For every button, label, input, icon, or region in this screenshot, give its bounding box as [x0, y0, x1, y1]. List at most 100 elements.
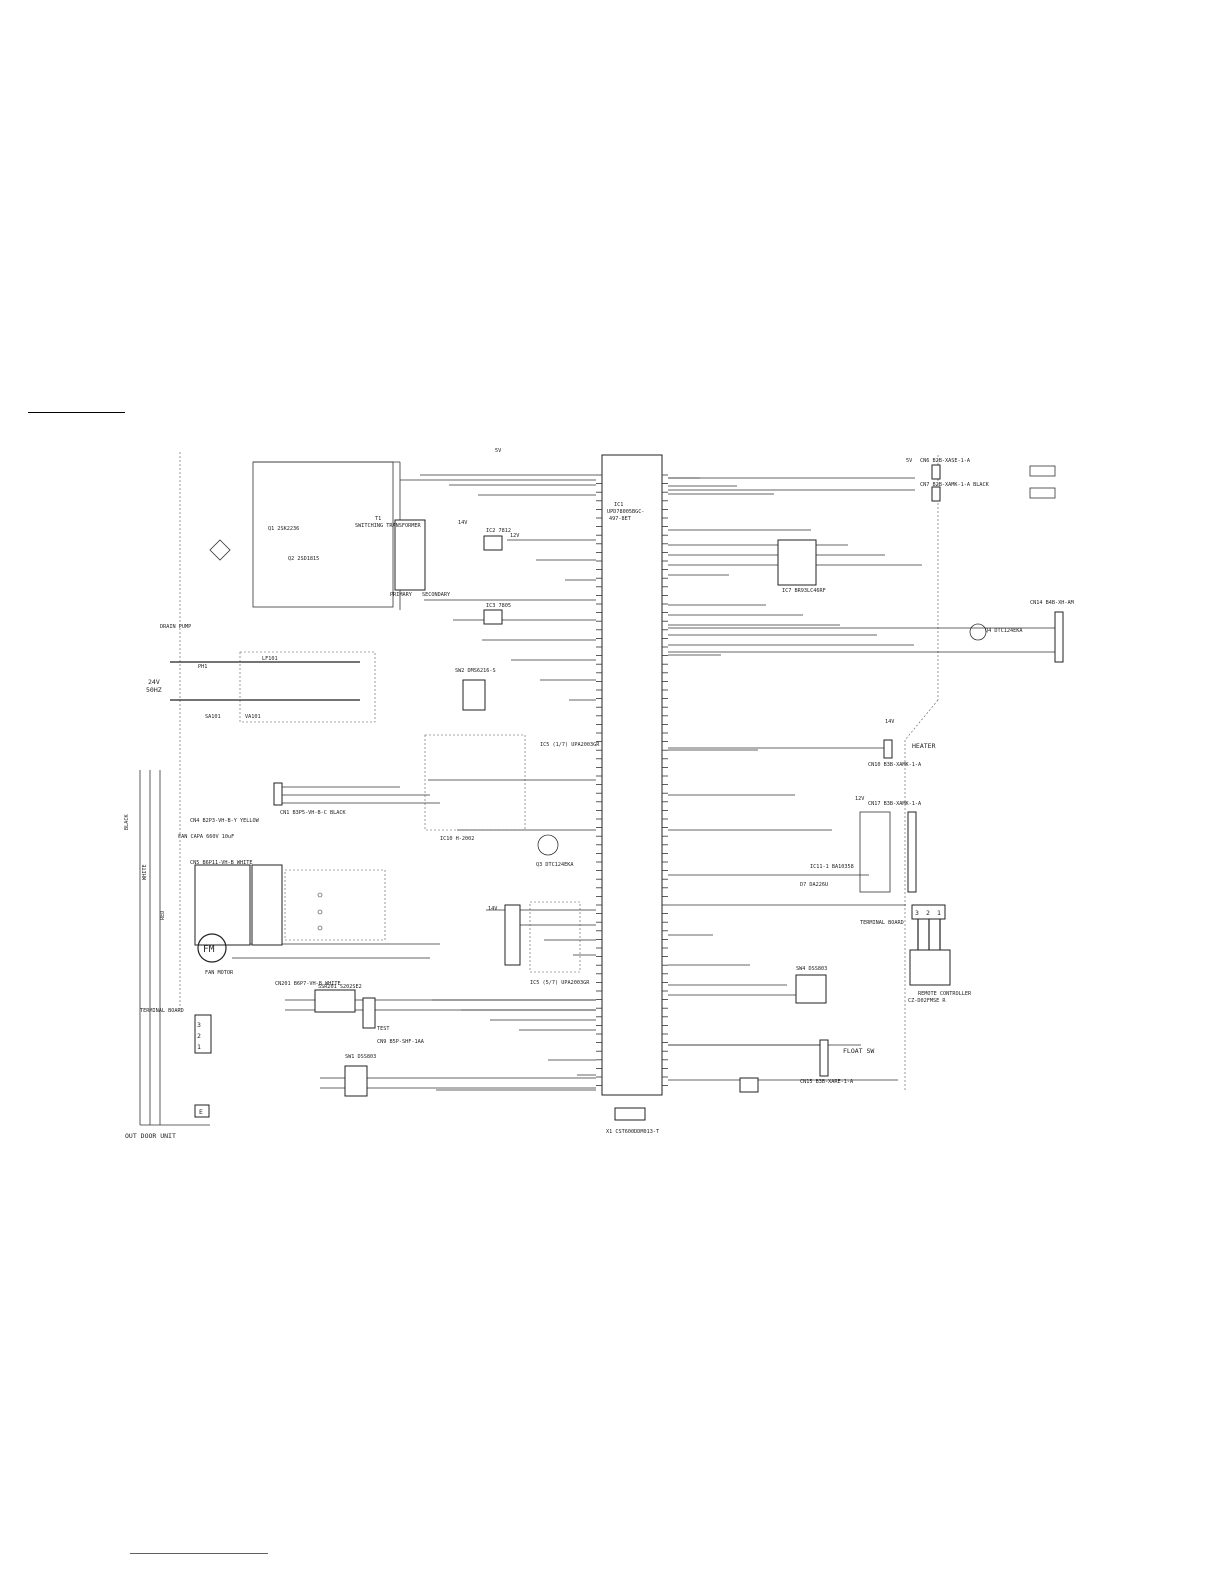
- cn5-label: CN5 B6P11-VH-B WHITE: [190, 860, 252, 866]
- cn17-connector: CN17 B3B-XAMK-1-A: [859, 801, 922, 893]
- float-switch-section: FLOAT SW CN15 B3B-XARE-1-A: [800, 1039, 874, 1085]
- fan-motor: FM FAN MOTOR: [197, 933, 234, 976]
- heater-label: HEATER: [912, 742, 936, 750]
- remote-model-label: CZ-D02FMSE R: [908, 998, 946, 1004]
- right-boundary-bend: [904, 699, 939, 741]
- svg-text:1: 1: [197, 1043, 201, 1051]
- ic10-box: IC10 H-2002: [424, 734, 526, 842]
- ic1-part-label-2: 497-8ET: [609, 516, 631, 522]
- sw1-label: SW1 DSS803: [345, 1054, 376, 1060]
- drain-pump-label: DRAIN PUMP: [160, 624, 191, 630]
- cn6-5v-label: 5V: [906, 458, 912, 464]
- remote-controller-label: REMOTE CONTROLLER: [918, 991, 972, 997]
- cn5-connector-block: [194, 864, 283, 946]
- header-rule: [28, 412, 125, 413]
- secondary-label: SECONDARY: [422, 592, 451, 598]
- outdoor-unit-label: OUT DOOR UNIT: [125, 1132, 176, 1140]
- ic5-label: IC5 (1/7) UPA2003GR: [540, 742, 600, 748]
- ic3-label: IC3 7805: [486, 603, 511, 609]
- test-label: TEST: [377, 1026, 390, 1032]
- sw1-dip-switch: SW1 DSS803: [344, 1054, 376, 1097]
- cn6-label: CN6 B2B-XASE-1-A: [920, 458, 971, 464]
- wire-red-label: RED: [160, 911, 166, 920]
- fan-capacitor-label: FAN CAPA 660V 10uF: [178, 834, 234, 840]
- transformer-id-label: T1: [375, 516, 381, 522]
- line-filter-box: [239, 651, 376, 723]
- v14-label: 14V: [458, 520, 467, 526]
- ic5b-label: IC5 (5/7) UPA2003GR: [530, 980, 590, 986]
- ic10-label: IC10 H-2002: [440, 836, 474, 842]
- supply-voltage-label: 24V: [148, 678, 160, 686]
- d7-label: D7 DA226U: [800, 882, 828, 888]
- fan-motor-symbol-label: FM: [203, 944, 215, 955]
- crystal-oscillator: X1 CST600DDM013-T: [606, 1107, 659, 1135]
- svg-text:3: 3: [197, 1021, 201, 1029]
- sw2-label: SW2 DMS6216-S: [455, 668, 496, 674]
- cn1-connector: CN1 B3P5-VH-B-C BLACK: [273, 782, 346, 816]
- earth-terminal-label: E: [199, 1108, 203, 1116]
- svg-text:2: 2: [197, 1032, 201, 1040]
- ssr201-label: SSR201 S202SE2: [318, 984, 362, 990]
- ic8-reset: [739, 1077, 759, 1093]
- cn201-label: CN201 B6P7-VH-B WHITE: [275, 981, 341, 987]
- regulator-ic3: IC3 7805: [483, 603, 511, 625]
- ph1-label: PH1: [198, 664, 207, 670]
- lf101-label: LF101: [262, 656, 278, 662]
- heater-section: HEATER CN10 B3B-XAMK-1-A: [868, 739, 936, 768]
- remote-terminal-board: 3 2 1 TERMINAL BOARD REMOTE CONTROLLER C…: [860, 904, 972, 1004]
- terminal-board-left-label: TERMINAL BOARD: [140, 1008, 184, 1014]
- outdoor-wiring: BLACK WHITE RED 3 2 1 TERMINAL BOARD E O…: [124, 770, 212, 1140]
- ic7-label: IC7 BR93LC46RF: [782, 588, 826, 594]
- terminal-board-right-label: TERMINAL BOARD: [860, 920, 904, 926]
- drain-pump-section: DRAIN PUMP 24V 50HZ LF101 SA101 VA101 PH…: [146, 624, 376, 723]
- cn10-label: CN10 B3B-XAMK-1-A: [868, 762, 922, 768]
- svg-text:2: 2: [926, 909, 930, 917]
- transformer-label: SWITCHING TRANSFORMER: [355, 523, 421, 529]
- bridge-rectifier: [209, 539, 231, 561]
- svg-text:1: 1: [937, 909, 941, 917]
- cn14-connector: CN14 B4B-XH-AM Q4 DTC124EKA: [969, 600, 1074, 663]
- crystal-label: X1 CST600DDM013-T: [606, 1129, 659, 1135]
- right-bus-wires: [668, 477, 1055, 1081]
- va101-label: VA101: [245, 714, 261, 720]
- fan-motor-label: FAN MOTOR: [205, 970, 234, 976]
- cn14-label: CN14 B4B-XH-AM: [1030, 600, 1074, 606]
- ic2-label: IC2 7812: [486, 528, 511, 534]
- cn15-label: CN15 B3B-XARE-1-A: [800, 1079, 854, 1085]
- sa101-label: SA101: [205, 714, 221, 720]
- cn7-label: CN7 B2B-XAMK-1-A BLACK: [920, 482, 990, 488]
- cn1-label: CN1 B3P5-VH-B-C BLACK: [280, 810, 346, 816]
- cn7-connector: CN7 B2B-XAMK-1-A BLACK: [920, 482, 1056, 502]
- ic7-eeprom: IC7 BR93LC46RF: [777, 539, 826, 594]
- v12-label: 12V: [510, 533, 519, 539]
- sw2-switch: SW2 DMS6216-S: [455, 668, 496, 711]
- power-supply-section: T1 SWITCHING TRANSFORMER PRIMARY SECONDA…: [209, 461, 451, 610]
- sw4-dip-switch: SW4 DSS803: [795, 966, 827, 1004]
- cn6-connector: CN6 B2B-XASE-1-A: [920, 458, 1056, 480]
- vcc-5v-label: 5V: [495, 448, 501, 454]
- q1-label: Q1 2SK2236: [268, 526, 299, 532]
- ic1-pins: [596, 474, 668, 1086]
- regulator-ic2: IC2 7812: [483, 528, 511, 551]
- q2-label: Q2 2SD1815: [288, 556, 319, 562]
- ic11-label: IC11-1 BA10358: [810, 864, 854, 870]
- svg-text:3: 3: [915, 909, 919, 917]
- ssr201-block: SSR201 S202SE2 CN201 B6P7-VH-B WHITE: [275, 981, 362, 1013]
- ic1-part-label: UPD78005BGC-: [607, 509, 644, 515]
- wire-black-label: BLACK: [124, 814, 130, 830]
- cn9-label: CN9 B5P-SHF-1AA: [377, 1039, 425, 1045]
- supply-frequency-label: 50HZ: [146, 686, 162, 694]
- float-switch-label: FLOAT SW: [843, 1047, 874, 1055]
- q4-label: Q4 DTC124EKA: [985, 628, 1023, 634]
- q3-transistor: Q3 DTC124EKA: [536, 834, 574, 868]
- sw4-label: SW4 DSS803: [796, 966, 827, 972]
- cn17-label: CN17 B3B-XAMK-1-A: [868, 801, 922, 807]
- ic1-microcontroller: IC1 UPD78005BGC- 497-8ET: [601, 454, 663, 1096]
- heater-14v-label: 14V: [885, 719, 894, 725]
- wire-white-label: WHITE: [142, 864, 148, 880]
- ic5-driver-array: IC5 (5/7) UPA2003GR: [504, 901, 590, 986]
- q3-label: Q3 DTC124EKA: [536, 862, 574, 868]
- relay-section: [284, 869, 386, 941]
- cn9-test-connector: TEST CN9 B5P-SHF-1AA: [362, 997, 425, 1045]
